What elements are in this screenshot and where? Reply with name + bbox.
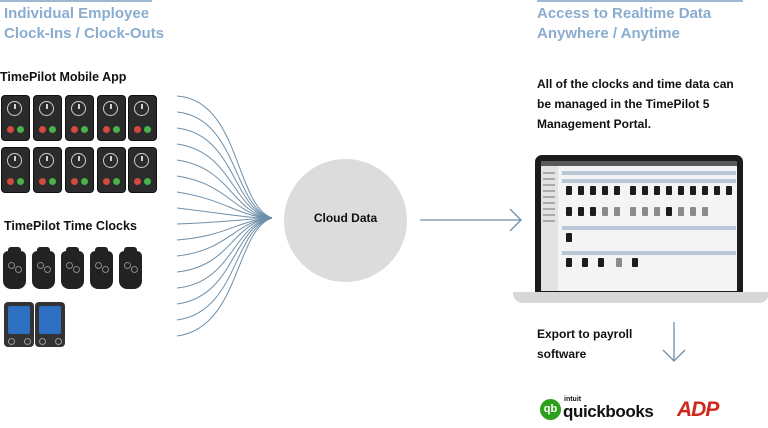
cloud-data-label: Cloud Data xyxy=(313,211,378,225)
kiosk-clock-icon xyxy=(4,302,34,347)
management-portal-screen xyxy=(541,161,737,291)
quickbooks-badge: qb xyxy=(540,399,561,420)
time-clocks-label: TimePilot Time Clocks xyxy=(4,219,137,233)
kiosk-clock-icon xyxy=(35,302,65,347)
time-clock-device-icon xyxy=(90,247,113,289)
quickbooks-logo: qb intuit quickbooks xyxy=(540,396,668,422)
left-heading: Individual Employee Clock-Ins / Clock-Ou… xyxy=(4,4,164,44)
left-heading-line2: Clock-Ins / Clock-Outs xyxy=(4,25,165,42)
quickbooks-wordmark: quickbooks xyxy=(563,402,654,421)
adp-logo: ADP xyxy=(677,398,725,422)
adp-wordmark: ADP xyxy=(677,398,719,421)
right-heading: Access to Realtime Data Anywhere / Anyti… xyxy=(537,4,711,44)
phone-clock-icon xyxy=(128,95,157,141)
time-clock-device-icon xyxy=(3,247,26,289)
export-label: Export to payroll software xyxy=(537,324,632,364)
time-clock-device-icon xyxy=(61,247,84,289)
phone-clock-icon xyxy=(1,147,30,193)
export-label-line2: software xyxy=(537,347,587,361)
cloud-data-circle: Cloud Data xyxy=(284,159,407,282)
arrow-right-icon xyxy=(420,208,522,232)
arrow-down-icon xyxy=(662,322,686,362)
right-top-line xyxy=(537,0,743,2)
time-clock-device-icon xyxy=(119,247,142,289)
left-heading-line1: Individual Employee xyxy=(4,5,150,22)
portal-description-line3: Management Portal. xyxy=(537,117,652,131)
laptop-base xyxy=(513,292,768,303)
left-top-line xyxy=(0,0,152,2)
phone-clock-icon xyxy=(1,95,30,141)
time-clock-device-icon xyxy=(32,247,55,289)
phone-clock-icon xyxy=(33,147,62,193)
portal-description: All of the clocks and time data can be m… xyxy=(537,74,734,134)
mobile-app-label: TimePilot Mobile App xyxy=(0,70,127,84)
phone-clock-icon xyxy=(128,147,157,193)
portal-description-line2: be managed in the TimePilot 5 xyxy=(537,97,710,111)
phone-clock-icon xyxy=(33,95,62,141)
right-heading-line2: Anywhere / Anytime xyxy=(537,25,680,42)
portal-description-line1: All of the clocks and time data can xyxy=(537,77,734,91)
quickbooks-intuit: intuit xyxy=(564,396,582,403)
phone-clock-icon xyxy=(65,95,94,141)
export-label-line1: Export to payroll xyxy=(537,327,633,341)
phone-clock-icon xyxy=(97,147,126,193)
phone-clock-icon xyxy=(97,95,126,141)
phone-clock-icon xyxy=(65,147,94,193)
right-heading-line1: Access to Realtime Data xyxy=(537,5,712,22)
